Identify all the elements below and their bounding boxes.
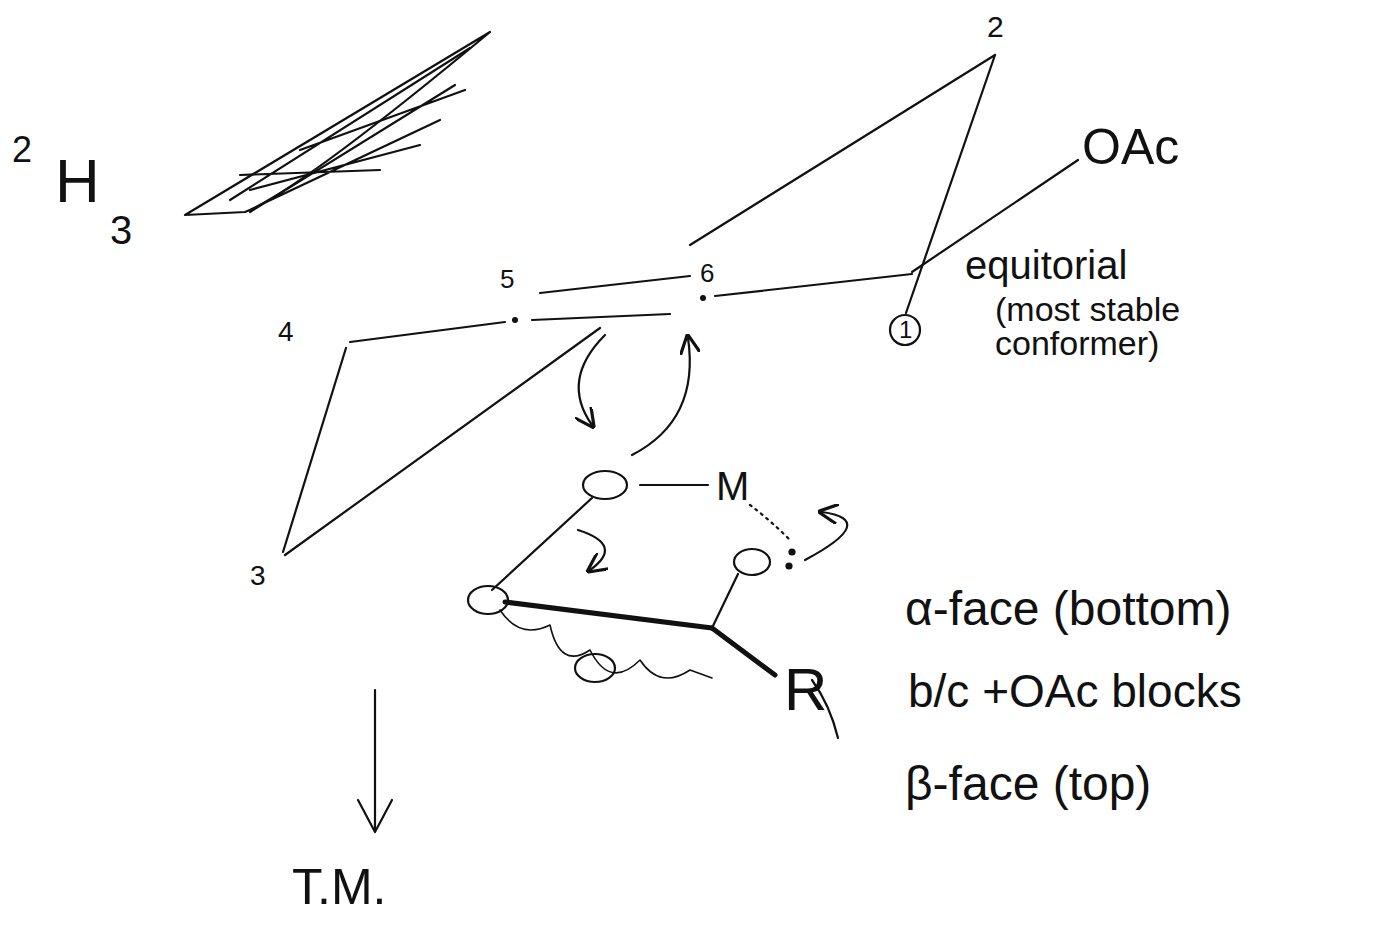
bond (712, 574, 738, 628)
note-text: α-face (bottom) (905, 585, 1232, 633)
oxygen-atom (734, 549, 770, 575)
atom-circle (468, 586, 508, 614)
oxygen-atom (583, 471, 627, 499)
descriptor-sup: 2 (12, 132, 32, 168)
atom-number: 6 (700, 260, 714, 286)
curved-arrow (805, 512, 847, 560)
scribble (500, 610, 712, 678)
atom-dot (512, 317, 518, 323)
group-label: R (784, 660, 827, 720)
bond (492, 498, 592, 590)
lone-pair (787, 564, 792, 569)
crossed-out-sketch (185, 32, 490, 215)
atom-number: 5 (500, 266, 514, 292)
curved-arrow (578, 530, 605, 570)
substituent-label: OAc (1082, 122, 1179, 172)
reaction-arrow (374, 690, 376, 830)
metal-label: M (716, 466, 749, 506)
thick-bond (505, 602, 712, 628)
atom-number: 2 (987, 12, 1004, 42)
thick-bond (712, 628, 775, 675)
ring-bond (715, 274, 912, 296)
note-text: β-face (top) (905, 760, 1151, 808)
ring-bond (690, 55, 995, 245)
ring-bond (283, 348, 346, 552)
double-bond (540, 276, 690, 293)
reaction-arrow-head (358, 800, 392, 832)
note-text: (most stable conformer) (995, 292, 1315, 360)
descriptor-text: H (55, 150, 100, 212)
curved-arrow (632, 338, 690, 455)
circled-number (890, 315, 920, 345)
ring-bond (350, 322, 505, 342)
atom-number: 4 (278, 318, 294, 346)
dotted-bond (750, 505, 790, 540)
lone-pair (790, 550, 795, 555)
double-bond (532, 314, 670, 320)
note-text: b/c +OAc blocks (908, 668, 1242, 714)
atom-number: 3 (250, 562, 266, 590)
curved-arrow (579, 335, 605, 425)
descriptor-sub: 3 (110, 210, 132, 250)
product-label: T.M. (292, 862, 386, 912)
ring-bond (285, 328, 600, 555)
atom-number: 1 (899, 318, 912, 342)
note-text: equitorial (965, 245, 1127, 285)
o-m-bond (640, 484, 708, 486)
atom-dot (700, 295, 706, 301)
